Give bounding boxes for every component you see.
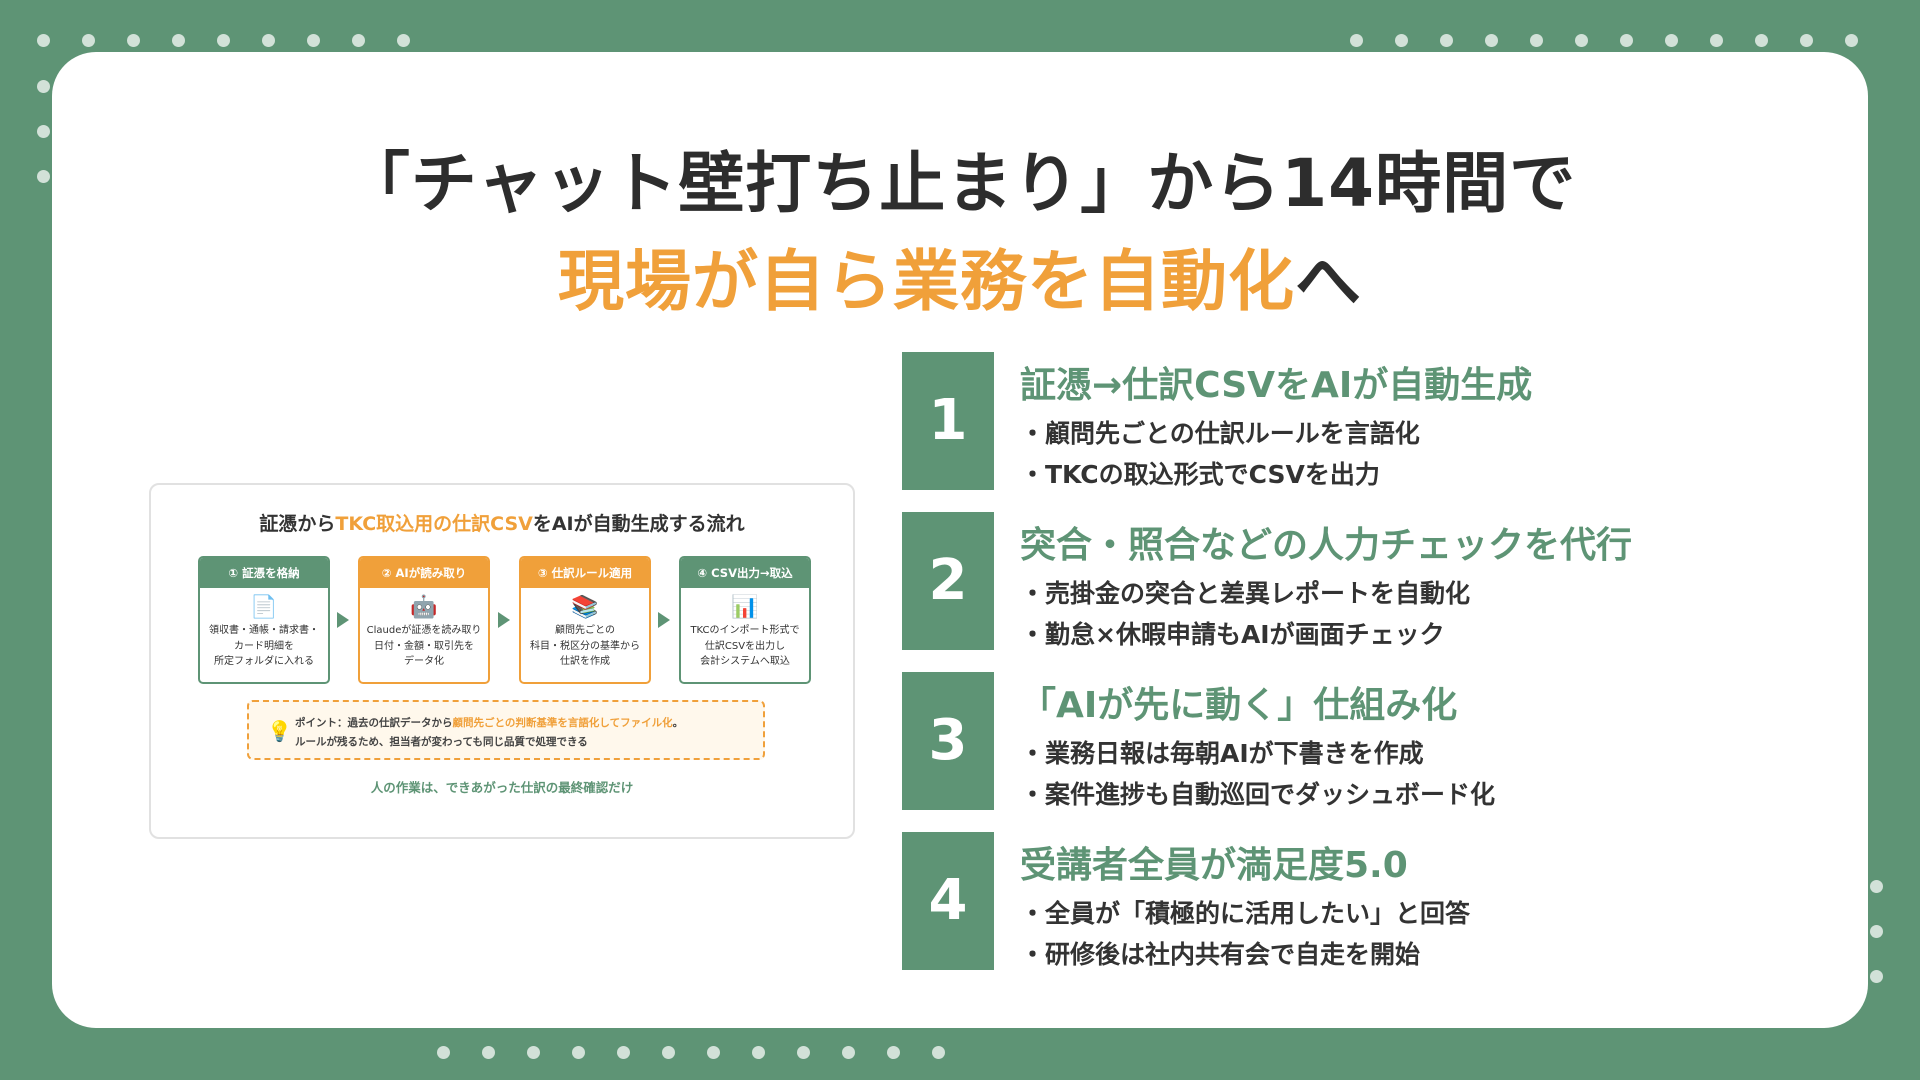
bottom-dots <box>437 1046 977 1059</box>
step-desc-line: TKCのインポート形式で <box>690 625 800 636</box>
chart-icon: 📊 <box>731 595 759 620</box>
point-post: 。 <box>672 717 684 729</box>
arrow-right-icon <box>498 612 510 628</box>
step-4-desc: TKCのインポート形式で 仕訳CSVを出力し 会計システムへ取込 <box>681 623 809 670</box>
item-title: 「AIが先に動く」仕組み化 <box>1020 685 1458 726</box>
item-number: 2 <box>902 512 994 650</box>
step-desc-line: 科目・税区分の基準から <box>530 640 640 652</box>
item-bullet: ・案件進捗も自動巡回でダッシュボード化 <box>1020 780 1496 809</box>
heading-highlight: 現場が自ら業務を自動化 <box>558 243 1295 320</box>
step-3-desc: 顧問先ごとの 科目・税区分の基準から 仕訳を作成 <box>521 623 649 670</box>
point-callout: 💡 ポイント：過去の仕訳データから顧問先ごとの判断基準を言語化してファイル化。 … <box>247 700 765 760</box>
step-2-head: ② AIが読み取り <box>360 558 488 588</box>
top-left-dots <box>37 34 442 47</box>
step-desc-line: 顧問先ごとの <box>555 625 615 636</box>
item-bullet: ・TKCの取込形式でCSVを出力 <box>1020 460 1380 489</box>
diagram-title-post: をAIが自動生成する流れ <box>532 513 745 535</box>
item-title: 受講者全員が満足度5.0 <box>1020 845 1408 886</box>
step-desc-line: 仕訳を作成 <box>560 656 610 667</box>
point-line-1: ポイント：過去の仕訳データから顧問先ごとの判断基準を言語化してファイル化。 <box>295 715 683 730</box>
lightbulb-icon: 💡 <box>267 719 292 743</box>
books-icon: 📚 <box>571 595 599 620</box>
item-bullet: ・勤怠×休暇申請もAIが画面チェック <box>1020 620 1445 649</box>
workflow-diagram: 証憑からTKC取込用の仕訳CSVをAIが自動生成する流れ ① 証憑を格納 📄 領… <box>149 483 855 839</box>
diagram-footer: 人の作業は、できあがった仕訳の最終確認だけ <box>370 780 634 795</box>
diagram-title: 証憑からTKC取込用の仕訳CSVをAIが自動生成する流れ <box>151 509 853 536</box>
item-title: 証憑→仕訳CSVをAIが自動生成 <box>1020 365 1533 406</box>
item-bullet: ・業務日報は毎朝AIが下書きを作成 <box>1020 739 1424 768</box>
item-bullet: ・全員が「積極的に活用したい」と回答 <box>1020 899 1471 928</box>
document-icon: 📄 <box>250 595 278 620</box>
heading-line2: 現場が自ら業務を自動化へ <box>52 228 1868 324</box>
item-number: 1 <box>902 352 994 490</box>
left-side-dots <box>37 80 50 215</box>
item-bullet: ・売掛金の突合と差異レポートを自動化 <box>1020 579 1471 608</box>
arrow-right-icon <box>658 612 670 628</box>
point-pre: ポイント：過去の仕訳データから <box>295 717 453 729</box>
step-4: ④ CSV出力→取込 📊 TKCのインポート形式で 仕訳CSVを出力し 会計シス… <box>679 556 811 684</box>
step-desc-line: データ化 <box>404 656 444 667</box>
step-desc-line: 会計システムへ取込 <box>700 656 790 667</box>
step-1-head: ① 証憑を格納 <box>200 558 328 588</box>
point-highlight: 顧問先ごとの判断基準を言語化してファイル化 <box>452 717 673 729</box>
step-desc-line: カード明細を <box>234 640 294 652</box>
step-desc-line: Claudeが証憑を読み取り <box>366 625 482 636</box>
heading-tail: へ <box>1295 243 1362 320</box>
item-title: 突合・照合などの人力チェックを代行 <box>1020 525 1633 566</box>
step-1-desc: 領収書・通帳・請求書・ カード明細を 所定フォルダに入れる <box>200 623 328 670</box>
feature-item-4: 4 受講者全員が満足度5.0 ・全員が「積極的に活用したい」と回答 ・研修後は社… <box>902 832 1702 970</box>
diagram-title-highlight: TKC取込用の仕訳CSV <box>335 513 533 535</box>
right-side-dots <box>1870 880 1883 1015</box>
arrow-right-icon <box>337 612 349 628</box>
feature-item-1: 1 証憑→仕訳CSVをAIが自動生成 ・顧問先ごとの仕訳ルールを言語化 ・TKC… <box>902 352 1702 490</box>
step-desc-line: 日付・金額・取引先を <box>374 640 474 652</box>
step-desc-line: 所定フォルダに入れる <box>214 656 314 667</box>
point-line-2: ルールが残るため、担当者が変わっても同じ品質で処理できる <box>295 736 588 748</box>
step-2-desc: Claudeが証憑を読み取り 日付・金額・取引先を データ化 <box>360 623 488 670</box>
step-3-head: ③ 仕訳ルール適用 <box>521 558 649 588</box>
feature-item-2: 2 突合・照合などの人力チェックを代行 ・売掛金の突合と差異レポートを自動化 ・… <box>902 512 1702 650</box>
diagram-title-pre: 証憑から <box>259 513 336 535</box>
step-desc-line: 仕訳CSVを出力し <box>704 640 786 652</box>
item-number: 4 <box>902 832 994 970</box>
slide-card: 「チャット壁打ち止まり」から14時間で 現場が自ら業務を自動化へ 証憑からTKC… <box>52 52 1868 1028</box>
item-number: 3 <box>902 672 994 810</box>
robot-icon: 🤖 <box>410 595 438 620</box>
heading-line1: 「チャット壁打ち止まり」から14時間で <box>343 145 1577 222</box>
step-4-head: ④ CSV出力→取込 <box>681 558 809 588</box>
feature-item-3: 3 「AIが先に動く」仕組み化 ・業務日報は毎朝AIが下書きを作成 ・案件進捗も… <box>902 672 1702 810</box>
step-2: ② AIが読み取り 🤖 Claudeが証憑を読み取り 日付・金額・取引先を デー… <box>358 556 490 684</box>
item-bullet: ・研修後は社内共有会で自走を開始 <box>1020 940 1421 969</box>
item-bullet: ・顧問先ごとの仕訳ルールを言語化 <box>1020 419 1420 448</box>
step-1: ① 証憑を格納 📄 領収書・通帳・請求書・ カード明細を 所定フォルダに入れる <box>198 556 330 684</box>
top-right-dots <box>1350 34 1890 47</box>
step-3: ③ 仕訳ルール適用 📚 顧問先ごとの 科目・税区分の基準から 仕訳を作成 <box>519 556 651 684</box>
step-desc-line: 領収書・通帳・請求書・ <box>209 625 319 636</box>
